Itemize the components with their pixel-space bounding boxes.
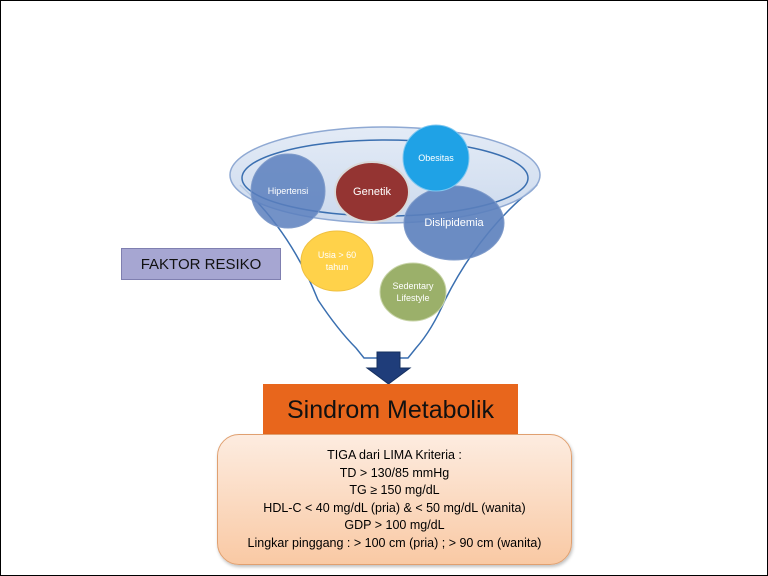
bubble-label-hipertensi: Hipertensi	[267, 186, 309, 196]
criteria-item: TG ≥ 150 mg/dL	[349, 483, 440, 497]
criteria-heading: TIGA dari LIMA Kriteria :	[327, 448, 462, 462]
bubble-label-genetik: Genetik	[353, 186, 391, 198]
criteria-item: HDL-C < 40 mg/dL (pria) & < 50 mg/dL (wa…	[263, 500, 526, 515]
bubble-label-obesitas: Obesitas	[418, 153, 454, 163]
bubble-sedentary	[379, 262, 447, 322]
bubble-genetik	[334, 161, 410, 223]
criteria-item: TD > 130/85 mmHg	[339, 465, 450, 480]
factor-resiko-label: FAKTOR RESIKO	[121, 248, 281, 280]
bubble-label-dislipidemia: Dislipidemia	[424, 217, 484, 229]
down-arrow-icon	[365, 351, 412, 385]
criteria-box: TIGA dari LIMA Kriteria : TD > 130/85 mm…	[217, 434, 572, 565]
bubble-label-sedentary: Sedentary Lifestyle	[392, 281, 434, 303]
bubble-label-usia: Usia > 60 tahun	[317, 250, 357, 272]
bubble-hipertensi	[250, 153, 326, 229]
sindrom-metabolik-title: Sindrom Metabolik	[263, 384, 518, 436]
criteria-item: GDP > 100 mg/dL	[344, 518, 445, 532]
bubble-obesitas	[402, 124, 470, 192]
criteria-item: Lingkar pinggang : > 100 cm (pria) ; > 9…	[247, 535, 542, 550]
bubble-usia	[300, 230, 374, 292]
